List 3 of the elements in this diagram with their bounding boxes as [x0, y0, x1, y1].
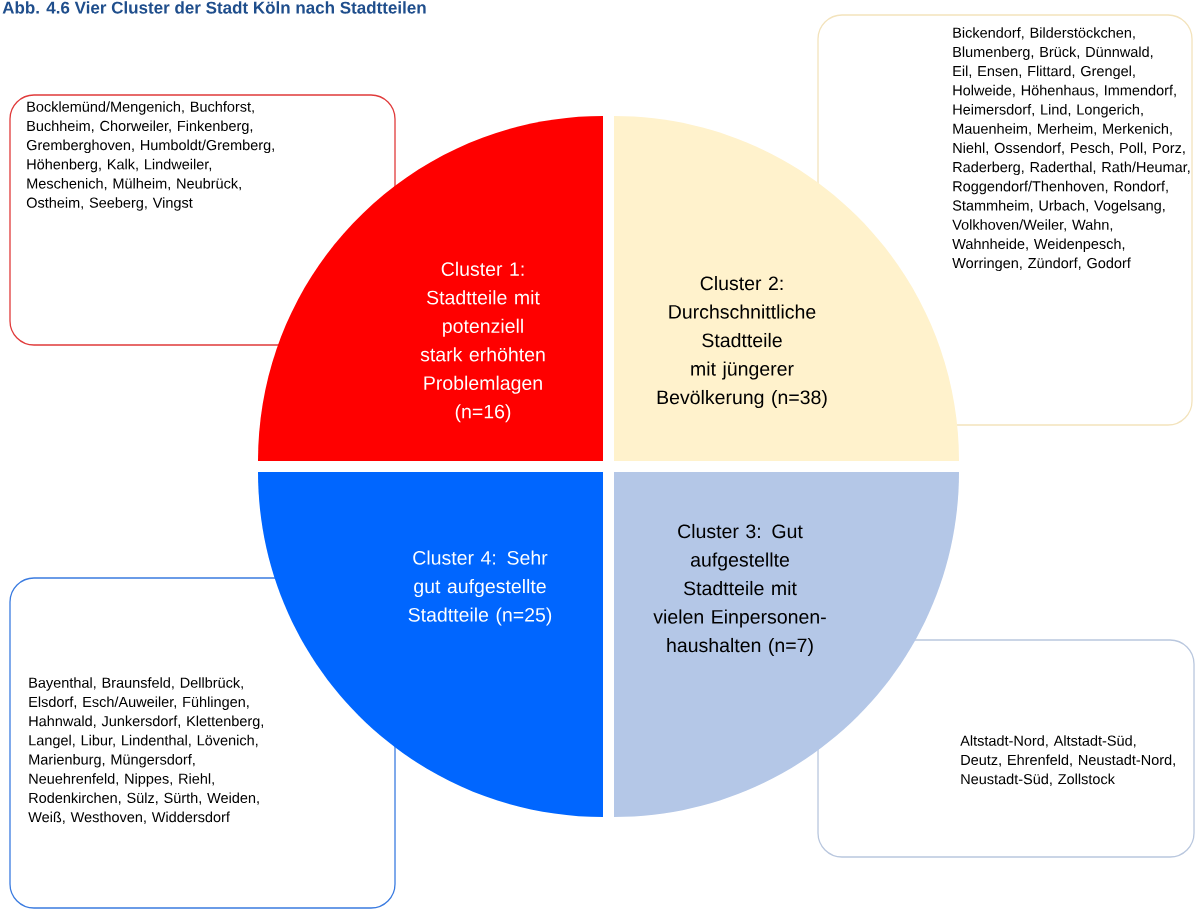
text-box: Altstadt-Nord, Altstadt-Süd, Deutz, Ehrenfeld, Neustadt-Nord, Neustadt-Süd, Zollstock — [817, 639, 1195, 858]
title: Abb. 4.6 Vier Cluster der Stadt Köln nach Stadtteilen — [2, 1, 426, 14]
text-box: Bayenthal, Braunsfeld, Dellbrück, Elsdorf, Esch/Auweiler, Fühlingen, Hahnwald, Junkersdorf, Klettenberg, Langel, Libur, Lindenthal, Lövenich, Marienburg, Müngersdorf, Neuehrenfeld, Nippes, Riehl, Rodenkirchen, Sülz, Sürth, Weiden, Weiß, Westhoven, Widdersdorf — [9, 577, 396, 909]
